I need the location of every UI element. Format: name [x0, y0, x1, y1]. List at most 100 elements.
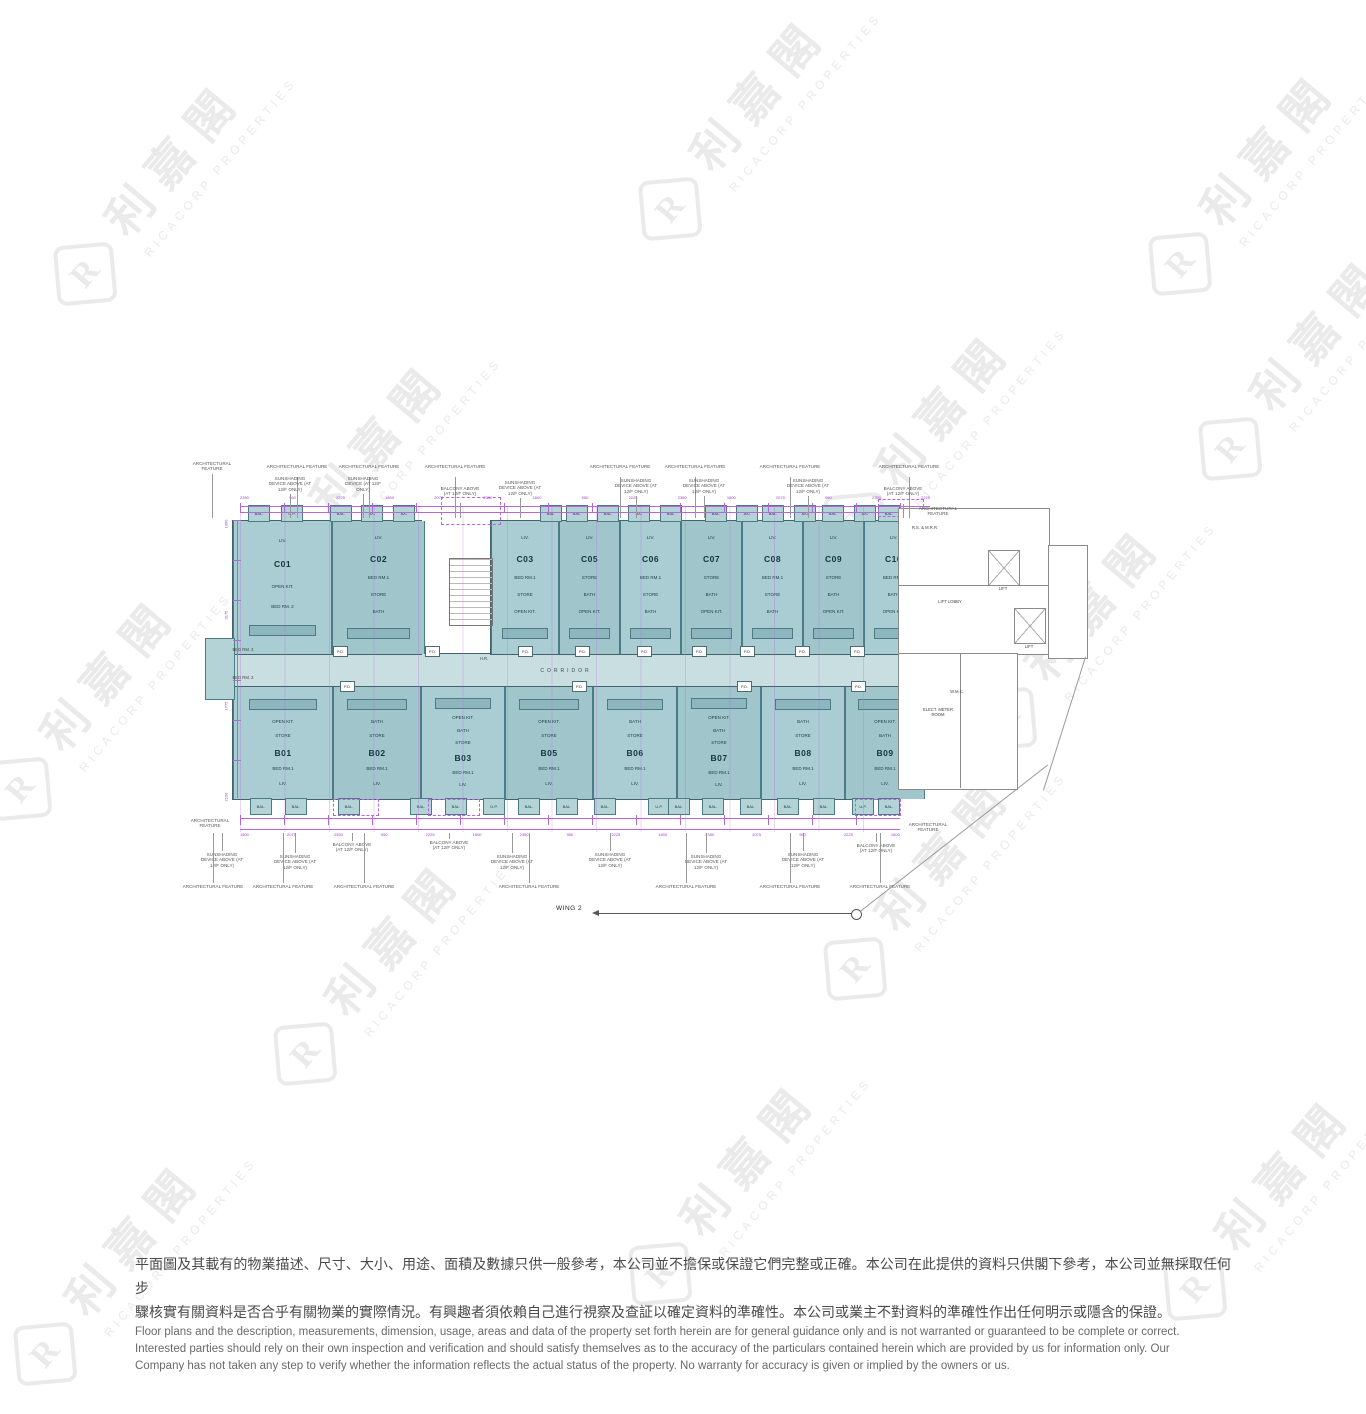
room-label: OPEN KIT.: [708, 715, 730, 721]
balcony: BAL.: [668, 798, 690, 815]
balcony: BAL.: [518, 798, 540, 815]
balcony: U.P.: [648, 798, 670, 815]
dim-value: 1600: [532, 495, 542, 500]
room-label: OPEN KIT.: [874, 718, 896, 724]
disclaimer-en-3: Company has not taken any step to verify…: [135, 1360, 1010, 1373]
lift-shaft: [988, 550, 1020, 586]
room-label: LIV.: [646, 535, 655, 541]
balcony: BAL.: [740, 798, 762, 815]
annotation-sd: SUNSHADING DEVICE (AT 12/F ONLY): [345, 476, 381, 492]
lobby-extension: [1048, 545, 1088, 659]
unit-id: C10: [884, 553, 903, 564]
dim-value: 950: [566, 832, 574, 837]
room-label: STORE: [369, 732, 385, 738]
leader-line: [706, 833, 707, 853]
room-label: LIV.: [881, 780, 889, 786]
annotation-sda: SUNSHADING DEVICE ABOVE (AT 12/F ONLY): [498, 480, 542, 496]
annotation-sda: SUNSHADING DEVICE ABOVE (AT 12/F ONLY): [268, 476, 312, 492]
room-label: BED RM.1: [792, 766, 814, 772]
dim-value: 1775: [223, 701, 229, 711]
pd-box: P.D.: [692, 646, 707, 657]
balcony: U.P.: [852, 798, 874, 815]
bath-fixture: [347, 627, 410, 639]
leader-line: [790, 477, 791, 518]
unit-id: C01: [273, 559, 292, 570]
leader-line: [295, 833, 296, 853]
pd-box: P.D.: [575, 646, 590, 657]
unit-id: B08: [794, 748, 812, 759]
dim-value: 2350: [240, 495, 249, 500]
annotation-sda: SUNSHADING DEVICE ABOVE (AT 12/F ONLY): [200, 852, 244, 868]
room-label: BATH: [372, 609, 385, 615]
room-label: STORE: [825, 574, 842, 580]
bedroom-bump: [205, 638, 235, 700]
room-label: LIFT LOBBY: [938, 599, 962, 604]
meter-room-area: [898, 653, 1018, 790]
balcony: BAL.: [813, 798, 835, 815]
bath-fixture: [813, 627, 854, 639]
bath-fixture: [690, 697, 748, 709]
room-label: BATH: [797, 718, 809, 724]
room-label: BED RM.1: [538, 766, 560, 772]
staircase: [449, 558, 493, 626]
room-label: LIV.: [278, 538, 287, 544]
unit-id: B07: [710, 753, 728, 764]
annotation-af: ARCHITECTURAL FEATURE: [759, 464, 821, 469]
room-label: STORE: [711, 740, 727, 745]
unit-id: B09: [876, 748, 894, 759]
dim-value: 2350: [519, 832, 529, 837]
dim-value: 2225: [921, 495, 930, 500]
unit-id: C09: [824, 553, 843, 564]
annotation-af: ARCHITECTURAL FEATURE: [424, 464, 486, 469]
bath-fixture: [502, 627, 548, 639]
room-label: BATH: [887, 592, 900, 598]
annotation-ba: BALCONY ABOVE (AT 12/F ONLY): [332, 842, 372, 853]
dim-value: 1800: [385, 495, 395, 500]
annotation-sda: SUNSHADING DEVICE ABOVE (AT 12/F ONLY): [682, 478, 726, 494]
annotation-af: ARCHITECTURAL FEATURE: [655, 884, 717, 889]
disclaimer-zh-1: 平面圖及其載有的物業描述、尺寸、大小、用途、面積及數據只供一般參考，本公司並不擔…: [135, 1256, 1231, 1297]
dim-value: 2225: [336, 495, 345, 500]
leader-line: [222, 833, 223, 851]
pd-box: P.D.: [637, 646, 652, 657]
room-label: BATH: [629, 718, 641, 724]
dim-value: 950: [581, 495, 589, 500]
room-label: LIV.: [459, 782, 467, 788]
bath-fixture: [691, 627, 732, 639]
annotation-af: ARCHITECTURAL FEATURE: [759, 884, 821, 889]
annotation-sda: SUNSHADING DEVICE ABOVE (AT 12/F ONLY): [684, 854, 728, 870]
dim-value: 2225: [843, 832, 853, 837]
room-label: OPEN KIT.: [452, 715, 474, 721]
dim-value: 2350: [677, 495, 687, 500]
leader-line: [808, 496, 809, 518]
pd-box: P.D.: [333, 646, 348, 657]
leader-line: [364, 833, 365, 883]
annotation-af: ARCHITECTURAL FEATURE: [849, 884, 911, 889]
annotation-sda: SUNSHADING DEVICE ABOVE (AT 12/F ONLY): [490, 854, 534, 870]
dim-value: 2075: [775, 495, 785, 500]
room-label: STORE: [703, 574, 720, 580]
lobby-diagonal: [1042, 656, 1086, 791]
dim-value: 1800: [658, 832, 668, 837]
room-label: BATH: [879, 732, 891, 738]
balcony: BAL.: [702, 798, 724, 815]
room-label: BED RM. 2: [232, 675, 254, 680]
unit-id: B03: [454, 753, 472, 764]
room-label: OPEN KIT.: [538, 718, 560, 724]
pd-box: P.D.: [425, 646, 440, 657]
annotation-ba: BALCONY ABOVE (AT 12/F ONLY): [883, 486, 923, 497]
balcony: U.P.: [483, 798, 505, 815]
annotation-af: ARCHITECTURAL FEATURE: [908, 822, 948, 833]
annotation-sda: SUNSHADING DEVICE ABOVE (AT 12/F ONLY): [588, 852, 632, 868]
dimension-line: [240, 829, 900, 830]
